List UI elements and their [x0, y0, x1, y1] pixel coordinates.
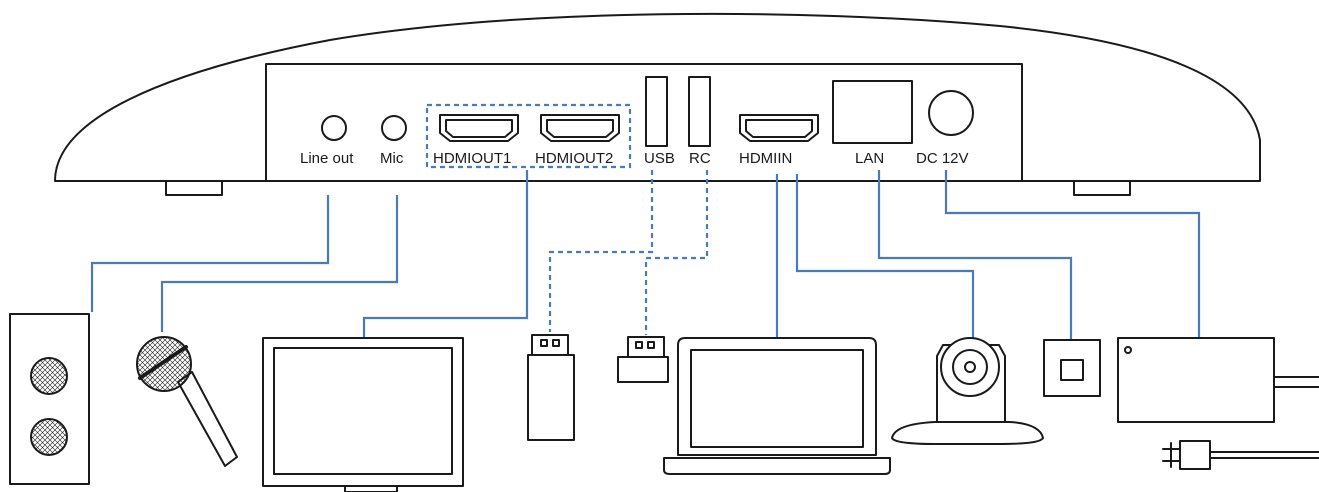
- ethernet-jack-icon: [1043, 339, 1101, 397]
- usb-port[interactable]: USB: [644, 76, 675, 167]
- left-foot: [165, 180, 223, 196]
- hdmi-in-label: HDMIIN: [739, 150, 792, 167]
- lan-label: LAN: [855, 150, 884, 167]
- cables: [90, 170, 1201, 360]
- dc-port[interactable]: DC 12V: [916, 90, 974, 167]
- lan-cable: [877, 170, 1073, 360]
- usb-cable: [548, 170, 654, 332]
- dc-cable: [944, 170, 1201, 337]
- usb-drive-icon: [527, 334, 575, 441]
- line-out-label: Line out: [300, 150, 354, 167]
- mic-cable: [160, 195, 399, 332]
- rc-port[interactable]: RC: [688, 76, 711, 167]
- microphone-icon: [136, 336, 238, 467]
- usb-receiver-icon: [617, 336, 669, 383]
- ptz-camera-icon: [891, 337, 1044, 445]
- usb-label: USB: [644, 150, 675, 167]
- hdmi-in-cable-camera: [795, 174, 975, 338]
- speaker-icon: [9, 313, 90, 485]
- power-adapter-icon: [1117, 337, 1319, 470]
- hdmi-out1-label: HDMIOUT1: [433, 150, 511, 167]
- rc-cable: [644, 170, 709, 335]
- mic-label: Mic: [380, 150, 404, 167]
- mic-port[interactable]: Mic: [380, 115, 407, 167]
- hdmi-out2-port[interactable]: HDMIOUT2: [535, 114, 620, 167]
- hdmi-out1-port[interactable]: HDMIOUT1: [433, 114, 519, 167]
- hdmi-out2-label: HDMIOUT2: [535, 150, 613, 167]
- rear-panel: [265, 63, 1023, 182]
- hdmi-out-cable: [362, 170, 529, 338]
- rc-label: RC: [689, 150, 711, 167]
- line-out-port[interactable]: Line out: [300, 115, 354, 167]
- lan-port[interactable]: LAN: [832, 80, 913, 167]
- monitor-icon: [262, 337, 464, 492]
- hdmi-in-port[interactable]: HDMIIN: [739, 114, 819, 167]
- hdmi-out-group-box: [425, 103, 632, 169]
- right-foot: [1073, 180, 1131, 196]
- dc-label: DC 12V: [916, 150, 969, 167]
- laptop-icon: [663, 337, 891, 475]
- line-out-cable: [90, 195, 330, 312]
